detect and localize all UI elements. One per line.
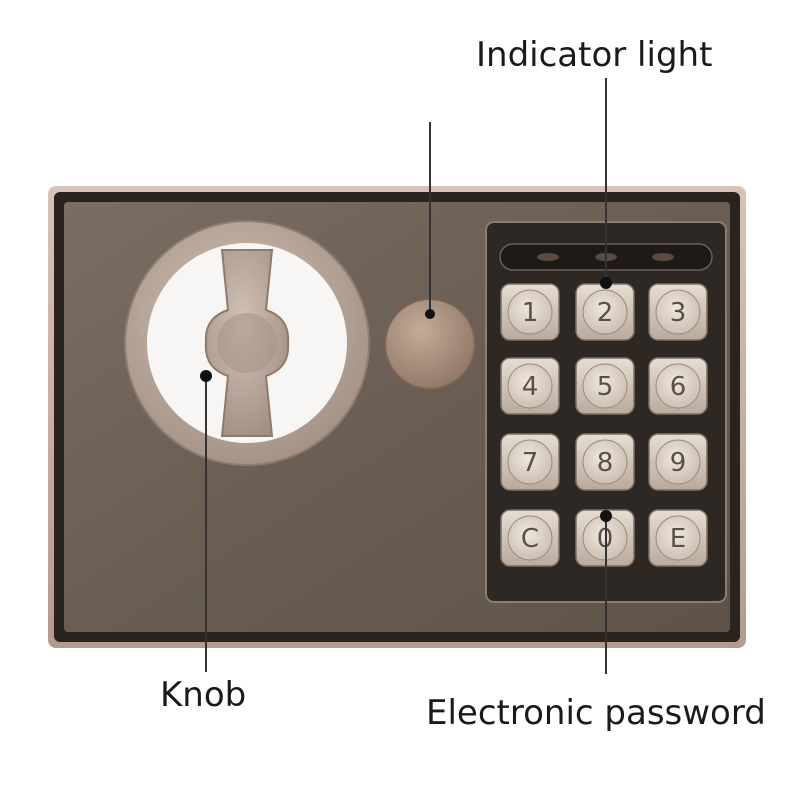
keypad-key-label: 7: [522, 448, 539, 478]
lock-button-marker-dot: [425, 309, 435, 319]
keypad-panel: 1 2 3 4 5 6 7 8 9C 0 E: [485, 221, 727, 603]
keypad-key-label: C: [521, 524, 539, 554]
leader-lines: [205, 78, 607, 674]
knob[interactable]: [124, 220, 370, 466]
keypad-key-7[interactable]: 7: [500, 433, 560, 491]
keypad-keys: 1 2 3 4 5 6 7 8 9C 0 E: [500, 283, 708, 567]
keypad-key-5[interactable]: 5: [575, 357, 635, 415]
indicator-light-marker-dot: [600, 277, 612, 289]
keypad-key-0[interactable]: 0: [575, 509, 635, 567]
keypad-key-label: 1: [522, 298, 539, 328]
knob-hub: [217, 313, 277, 373]
indicator-light-icon: [537, 253, 559, 261]
keypad-key-label: E: [670, 524, 686, 554]
keypad-key-9[interactable]: 9: [648, 433, 708, 491]
keypad-key-label: 8: [597, 448, 614, 478]
keypad-key-label: 9: [670, 448, 687, 478]
keypad-marker-dot: [600, 510, 612, 522]
keypad-key-label: 4: [522, 372, 539, 402]
electronic-password-label: Electronic password: [426, 693, 766, 733]
indicator-light-label: Indicator light: [476, 35, 713, 75]
keypad-key-c[interactable]: C: [500, 509, 560, 567]
keypad-key-3[interactable]: 3: [648, 283, 708, 341]
keypad-key-1[interactable]: 1: [500, 283, 560, 341]
knob-marker-dot: [200, 370, 212, 382]
keypad-key-8[interactable]: 8: [575, 433, 635, 491]
keypad-key-e[interactable]: E: [648, 509, 708, 567]
keypad-key-label: 2: [597, 298, 614, 328]
keypad-key-2[interactable]: 2: [575, 283, 635, 341]
keypad-key-label: 3: [670, 298, 687, 328]
keypad-key-6[interactable]: 6: [648, 357, 708, 415]
keypad-key-label: 5: [597, 372, 614, 402]
keypad-key-4[interactable]: 4: [500, 357, 560, 415]
keypad-key-label: 6: [670, 372, 687, 402]
knob-label: Knob: [160, 675, 247, 715]
indicator-light-icon: [652, 253, 674, 261]
